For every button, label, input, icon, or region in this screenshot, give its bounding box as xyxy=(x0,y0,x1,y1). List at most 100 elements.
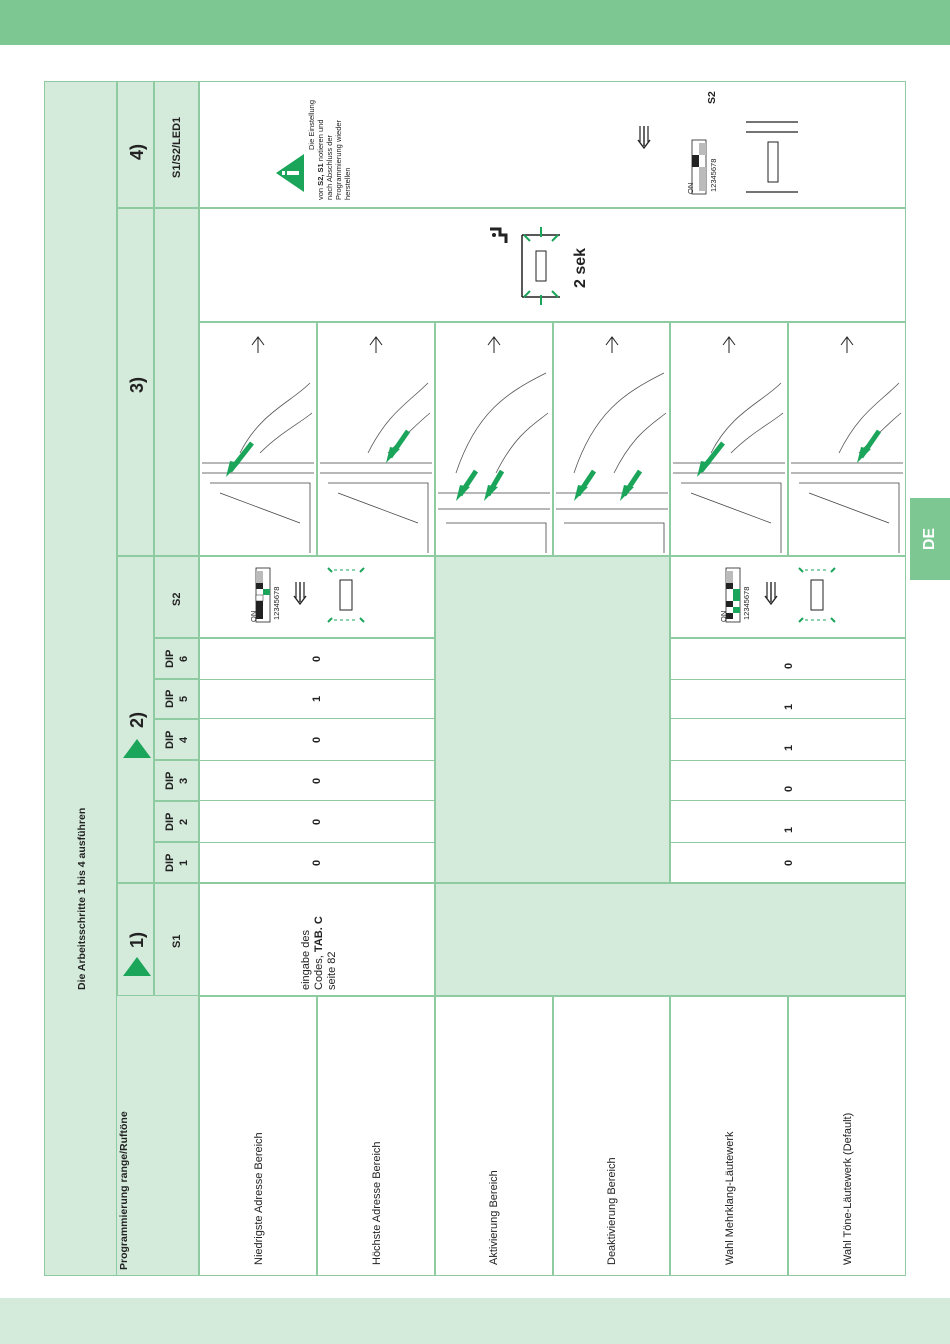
dip-value: 0 xyxy=(783,859,795,866)
dip6-label: DIP xyxy=(164,649,176,668)
dip-numbers: 12345678 xyxy=(272,586,281,620)
note-line2: von S2, S1 notieren und xyxy=(316,119,325,201)
dip-divider xyxy=(670,842,906,883)
top-bar xyxy=(0,0,950,45)
language-tab[interactable]: DE xyxy=(910,498,950,580)
s1-col-cell xyxy=(154,883,199,996)
row-label-toene: Wahl Töne-Läutewerk (Default) xyxy=(842,1112,854,1265)
step2-header-cell xyxy=(117,556,154,883)
step4-label: 4) xyxy=(127,143,147,160)
dip-divider xyxy=(670,760,906,801)
hand-press-illustration xyxy=(556,336,668,553)
dip1-label: DIP xyxy=(164,853,176,872)
step1-header-cell xyxy=(117,883,154,996)
dip1-col-cell xyxy=(154,842,199,883)
s1-col-label: S1 xyxy=(171,934,183,948)
dip2-label: DIP xyxy=(164,812,176,831)
note-line5: herstellen xyxy=(343,167,352,200)
right-title: Die Arbeitsschritte 1 bis 4 ausführen xyxy=(76,807,88,990)
dip5-col-cell xyxy=(154,679,199,719)
hand-panel xyxy=(553,322,670,556)
warning-icon xyxy=(123,739,151,758)
row-label-mehrklang: Wahl Mehrklang-Läutewerk xyxy=(724,1131,736,1265)
s1-line3: seite 82 xyxy=(326,951,338,990)
s1-line2: Codes, TAB. C xyxy=(313,916,325,990)
warning-icon xyxy=(276,154,304,192)
dip-value: 0 xyxy=(311,859,323,866)
dip-value: 0 xyxy=(311,736,323,743)
dip-switch-diagram xyxy=(691,139,707,195)
dip-on-label: ON xyxy=(249,610,258,622)
dip-value: 0 xyxy=(311,777,323,784)
s1s2led1-col-cell xyxy=(154,81,199,208)
s1-empty-cell xyxy=(435,883,906,996)
s2-range-cell xyxy=(199,556,435,638)
dip-switch-diagram xyxy=(255,567,271,623)
dip-on-label: ON xyxy=(686,182,695,194)
s2-col-cell xyxy=(154,556,199,638)
dip-divider xyxy=(199,760,435,801)
note-line4: Programmierung wieder xyxy=(334,119,343,200)
hand-panel xyxy=(435,322,553,556)
step3-header-cell xyxy=(117,208,154,556)
dip6-num: 6 xyxy=(178,655,190,662)
dip1-num: 1 xyxy=(178,859,190,866)
led-blink-icon xyxy=(521,227,560,305)
dip-value: 0 xyxy=(311,655,323,662)
hand-panel xyxy=(199,322,317,556)
step3-led-cell xyxy=(199,208,906,322)
dip3-col-cell xyxy=(154,760,199,801)
step4-header-cell xyxy=(117,81,154,208)
dip-value: 1 xyxy=(783,703,795,710)
speaker-icon xyxy=(490,227,508,243)
step2-label: 2) xyxy=(127,711,147,728)
activation-empty-block xyxy=(435,556,670,883)
dip-value: 0 xyxy=(783,785,795,792)
step3-label: 3) xyxy=(127,376,147,393)
led-blink-icon xyxy=(327,567,365,623)
row-label-aktivierung: Aktivierung Bereich xyxy=(488,1170,500,1265)
bottom-bar xyxy=(0,1298,950,1344)
arrow-right-icon xyxy=(637,126,651,150)
s1s2led1-col-label: S1/S2/LED1 xyxy=(171,116,183,178)
s2-ruftone-cell xyxy=(670,556,906,638)
hand-press-illustration xyxy=(673,336,785,553)
s2-label: S2 xyxy=(706,91,718,104)
dip5-num: 5 xyxy=(178,695,190,702)
dip3-label: DIP xyxy=(164,771,176,790)
dip-divider xyxy=(199,679,435,719)
dip-numbers: 12345678 xyxy=(742,586,751,620)
dip4-col-cell xyxy=(154,719,199,760)
dip-value: 1 xyxy=(783,744,795,751)
s1-line1: eingabe des xyxy=(300,930,312,990)
row-cell xyxy=(199,996,317,1276)
arrow-right-icon xyxy=(293,582,307,606)
dip2-num: 2 xyxy=(178,818,190,825)
led-blink-icon xyxy=(798,567,836,623)
row-cell xyxy=(788,996,906,1276)
row-label-deaktivierung: Deaktivierung Bereich xyxy=(606,1157,618,1265)
step4-cell xyxy=(199,81,906,208)
dip2-col-cell xyxy=(154,801,199,842)
row-cell xyxy=(670,996,788,1276)
note-line3: nach Abschluss der xyxy=(325,134,334,200)
dip-value: 1 xyxy=(311,695,323,702)
dip-value: 0 xyxy=(783,662,795,669)
step1-label: 1) xyxy=(127,931,147,948)
dip4-label: DIP xyxy=(164,730,176,749)
hand-press-illustration xyxy=(791,336,903,553)
dip5-label: DIP xyxy=(164,689,176,708)
hand-press-illustration xyxy=(438,336,550,553)
dip-divider xyxy=(670,679,906,719)
led-icon xyxy=(746,121,798,193)
row-cell xyxy=(553,996,670,1276)
step3-col-cell xyxy=(154,208,199,556)
warning-icon xyxy=(123,957,151,976)
dip-on-label: ON xyxy=(719,610,728,622)
hand-press-illustration xyxy=(202,336,314,553)
dip3-num: 3 xyxy=(178,777,190,784)
dip-numbers: 12345678 xyxy=(709,158,718,192)
left-title: Programmierung range/Ruftöne xyxy=(118,1111,130,1270)
row-cell xyxy=(317,996,435,1276)
dip6-col-cell xyxy=(154,638,199,679)
